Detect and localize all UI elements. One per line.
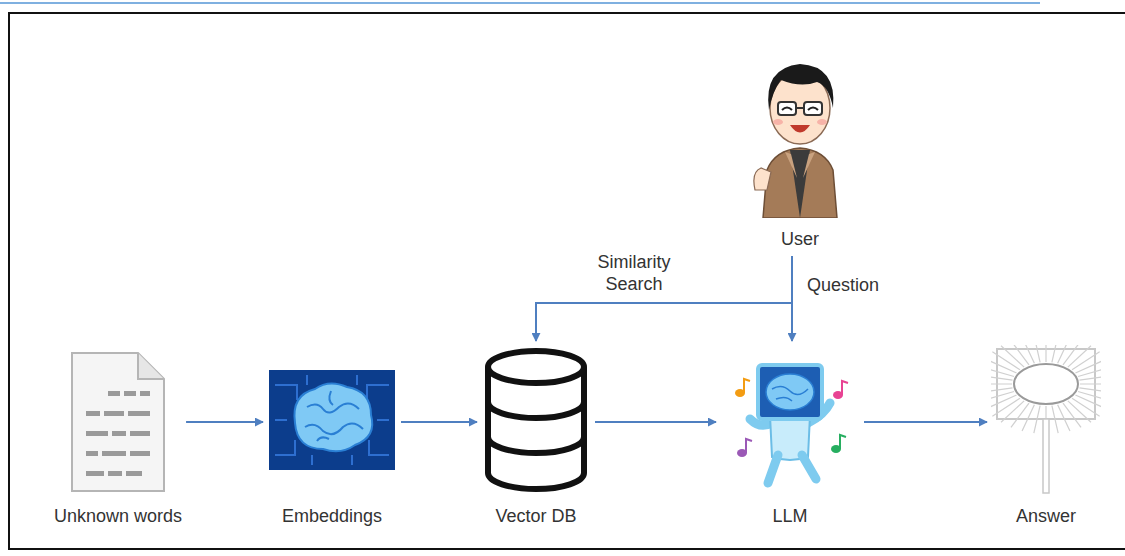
node-label: Answer — [1016, 505, 1076, 527]
arrow-connector — [186, 421, 263, 423]
node-icon — [58, 345, 178, 499]
user-figure: User — [745, 50, 855, 250]
arrow-connector — [864, 421, 987, 423]
node-icon — [745, 50, 855, 222]
node-icon — [991, 345, 1101, 499]
node-label: Embeddings — [282, 505, 382, 527]
database-node: Vector DB — [481, 345, 591, 527]
node-label: Unknown words — [54, 505, 182, 527]
node-icon — [267, 345, 397, 499]
node-label: LLM — [772, 505, 807, 527]
arrow-connector — [595, 421, 716, 423]
edge-label: Question — [804, 274, 882, 296]
embeddings-node: Embeddings — [267, 345, 397, 527]
edge-label: Similarity Search — [576, 251, 692, 295]
node-label: Vector DB — [495, 505, 576, 527]
node-icon — [481, 345, 591, 499]
answer-node: Answer — [991, 345, 1101, 527]
document-node: Unknown words — [54, 345, 182, 527]
arrow-connector — [401, 421, 477, 423]
node-label: User — [781, 228, 819, 250]
llm-node: LLM — [720, 345, 860, 527]
top-rule — [0, 2, 1040, 4]
node-icon — [720, 345, 860, 499]
